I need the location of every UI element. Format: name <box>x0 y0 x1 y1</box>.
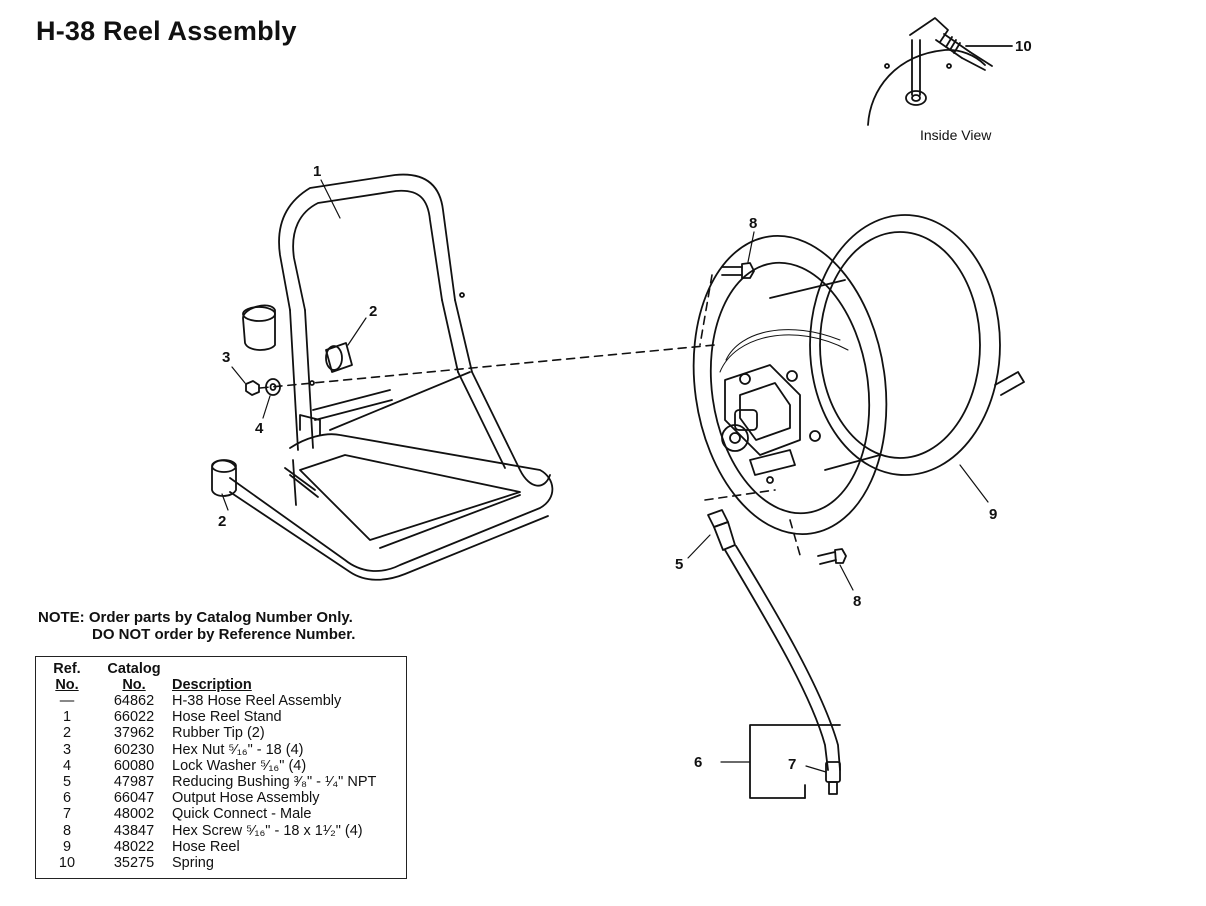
callout-hex-nut: 3 <box>222 349 230 366</box>
leader-lines <box>221 179 989 773</box>
callout-rubber-tip-upper: 2 <box>369 303 377 320</box>
callout-quick-connect: 7 <box>788 756 796 773</box>
reel-stand-drawing <box>229 173 554 581</box>
callout-stand: 1 <box>313 163 321 180</box>
alignment-lines <box>259 274 801 556</box>
callout-hex-screw-upper: 8 <box>749 215 757 232</box>
callout-lock-washer: 4 <box>255 420 264 437</box>
order-note-line1: NOTE: Order parts by Catalog Number Only… <box>38 609 353 626</box>
page-title: H-38 Reel Assembly <box>36 16 297 46</box>
callout-hose-reel: 9 <box>989 506 997 523</box>
callout-output-hose: 6 <box>694 754 702 771</box>
callout-rubber-tip-lower: 2 <box>218 513 226 530</box>
header-description: Description <box>172 677 252 693</box>
hex-nut-drawing <box>245 380 260 396</box>
reducing-bushing-drawing <box>707 509 736 551</box>
order-note-line2: DO NOT order by Reference Number. <box>92 626 356 643</box>
hex-screw-upper-drawing <box>721 262 755 279</box>
inside-view-label: Inside View <box>920 127 992 143</box>
rubber-tip-lower-drawing <box>211 459 237 497</box>
callout-hex-screw-lower: 8 <box>853 593 861 610</box>
hose-reel-drawing <box>692 214 1025 536</box>
header-ref: Ref.No. <box>53 661 81 693</box>
callout-reducing-bushing: 5 <box>675 556 683 573</box>
order-note: NOTE: Order parts by Catalog Number Only… <box>38 609 355 643</box>
callout-spring: 10 <box>1015 38 1032 55</box>
rubber-tip-upper-drawing <box>325 342 353 373</box>
hex-screw-lower-drawing <box>817 548 847 565</box>
inside-view-drawing <box>867 17 1013 126</box>
output-hose-drawing <box>724 545 841 771</box>
